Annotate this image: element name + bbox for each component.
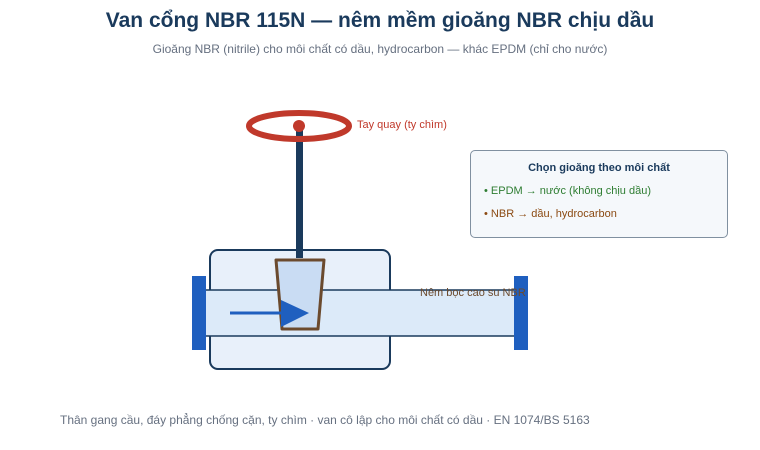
handwheel-label: Tay quay (ty chìm) [357, 119, 447, 131]
legend-title: Chọn gioăng theo môi chất [528, 162, 670, 174]
legend-item-epdm: • EPDM → nước (không chịu dầu) [484, 185, 651, 197]
page-subtitle: Gioăng NBR (nitrile) cho môi chất có dầu… [152, 42, 608, 56]
gasket-selection-legend: Chọn gioăng theo môi chất • EPDM → nước … [470, 150, 728, 238]
handwheel-hub [293, 120, 305, 132]
flow-arrow-head [281, 300, 309, 327]
valve-stem [296, 128, 303, 258]
wedge-label: Nêm bọc cao su NBR [420, 287, 526, 299]
right-flange [514, 276, 528, 350]
legend-item-nbr: • NBR → dầu, hydrocarbon [484, 208, 617, 220]
left-flange [192, 276, 206, 350]
footer-note: Thân gang cầu, đáy phẳng chống cặn, ty c… [60, 413, 590, 427]
handwheel-icon [246, 110, 352, 142]
page-title: Van cổng NBR 115N — nêm mềm gioăng NBR c… [105, 9, 655, 32]
